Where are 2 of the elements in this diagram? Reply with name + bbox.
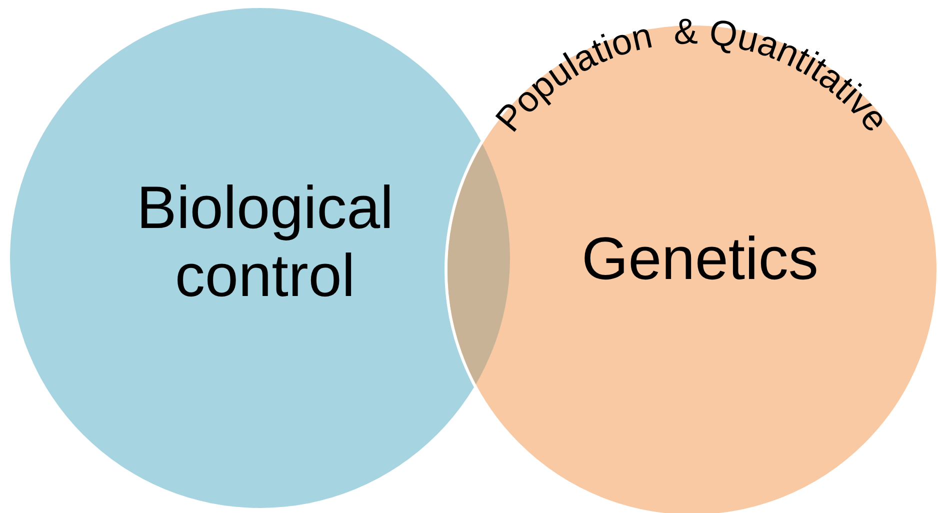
circle-label: Biological control	[136, 174, 394, 310]
circle-label: Genetics	[580, 225, 820, 293]
